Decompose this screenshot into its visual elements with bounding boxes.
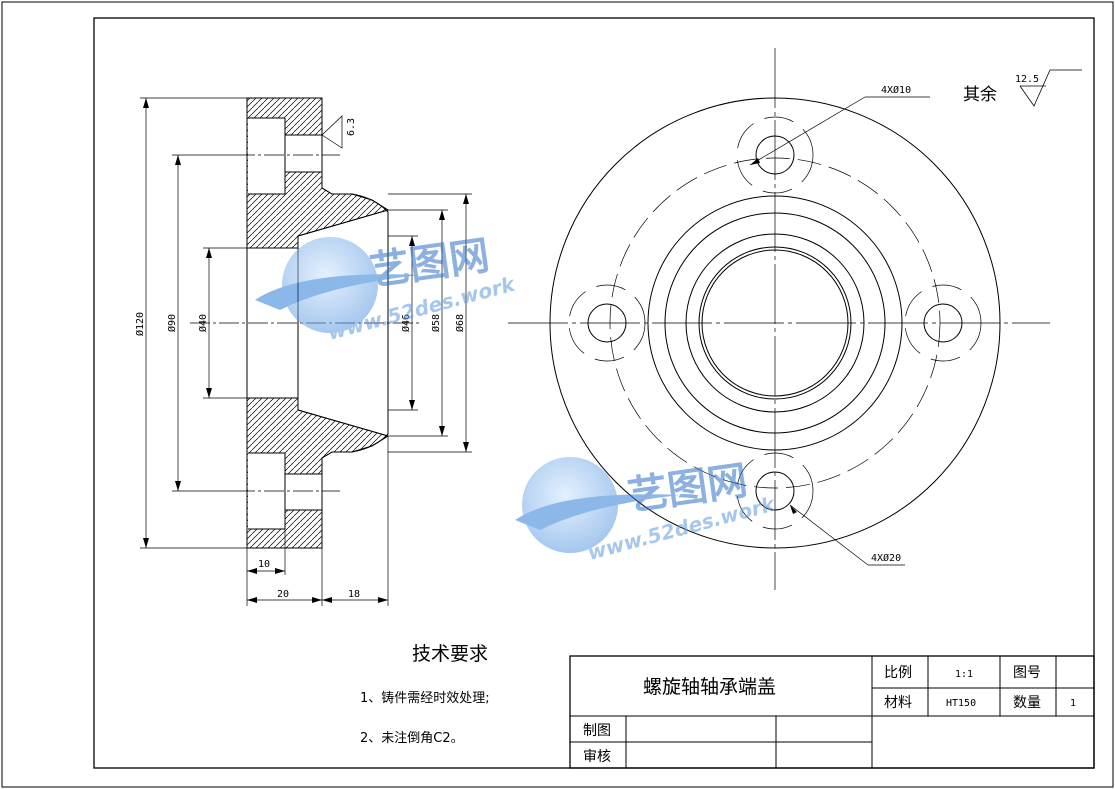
plan-view [508, 48, 1082, 590]
section-arrowheads [143, 98, 469, 603]
dim-d120: Ø120 [134, 312, 146, 336]
watermark-1: 艺图网 www.52des.work [255, 233, 519, 345]
dim-small-holes: 4XØ10 [881, 84, 911, 96]
section-dimensions [140, 97, 472, 606]
drawn-label: 制图 [583, 723, 611, 739]
roughness-other-label: 其余 [963, 85, 997, 105]
section-view [190, 97, 420, 549]
dim-w20: 20 [277, 589, 289, 600]
drawing-no-label: 图号 [1013, 665, 1041, 681]
plan-arrowheads [750, 158, 797, 514]
dim-d40: Ø40 [197, 314, 209, 332]
scale-label: 比例 [884, 665, 912, 681]
requirement-item-1: 1、铸件需经时效处理; [360, 690, 490, 706]
checked-label: 审核 [583, 749, 611, 765]
dim-w10: 10 [258, 559, 270, 570]
dim-d46: Ø46 [400, 314, 412, 332]
roughness-other-value: 12.5 [1015, 74, 1039, 85]
dim-d68: Ø68 [454, 314, 466, 332]
material-label: 材料 [884, 695, 912, 711]
part-name: 螺旋轴轴承端盖 [643, 676, 776, 698]
dim-d58: Ø58 [430, 314, 442, 332]
requirement-item-2: 2、未注倒角C2。 [360, 731, 464, 746]
quantity-label: 数量 [1013, 695, 1041, 711]
roughness-local-value: 6.3 [346, 118, 357, 136]
dim-large-holes: 4XØ20 [871, 552, 901, 564]
requirements-title: 技术要求 [412, 643, 488, 665]
dim-w18: 18 [348, 589, 360, 600]
scale-value: 1:1 [955, 669, 973, 680]
watermark-2: 艺图网 www.52des.work [515, 457, 779, 565]
title-block [569, 655, 1095, 769]
material-value: HT150 [946, 698, 976, 709]
dim-d90: Ø90 [166, 314, 178, 332]
quantity-value: 1 [1070, 698, 1076, 709]
